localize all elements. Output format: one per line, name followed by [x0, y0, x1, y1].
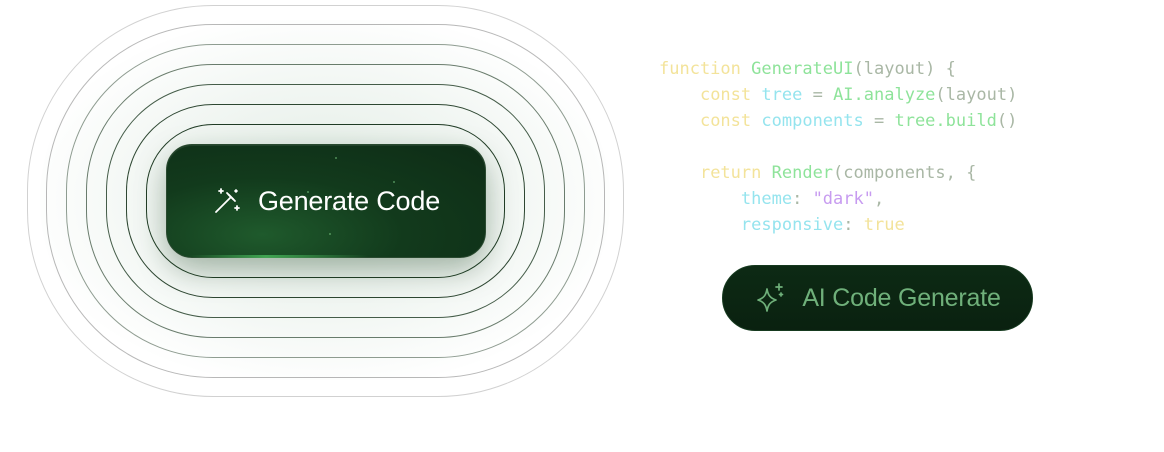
code-token	[761, 163, 771, 183]
code-line: responsive: true	[659, 212, 1017, 238]
code-token: ,	[873, 189, 885, 209]
code-line: const components = tree.build()	[659, 108, 1017, 134]
code-token: true	[863, 215, 905, 235]
code-token: Render	[771, 163, 834, 183]
code-token: :	[792, 189, 813, 209]
code-token: (layout) {	[853, 59, 956, 79]
code-token	[659, 85, 700, 105]
code-token: return	[699, 163, 762, 183]
sparkle-dot	[332, 208, 334, 210]
ring-outline	[106, 84, 545, 318]
ring-outline	[27, 5, 624, 397]
ring-outline	[46, 24, 605, 378]
ring-outline	[126, 104, 525, 298]
code-token: (components, {	[833, 163, 977, 183]
code-line: theme: "dark",	[659, 186, 1017, 212]
ai-code-generate-button[interactable]: AI Code Generate	[722, 265, 1033, 331]
code-snippet: function GenerateUI(layout) { const tree…	[659, 56, 1017, 238]
code-token: "dark"	[812, 189, 874, 209]
sparkle-dot	[393, 181, 395, 183]
code-token	[751, 85, 761, 105]
code-token: GenerateUI	[751, 59, 854, 79]
code-token: AI.analyze	[833, 85, 936, 105]
code-token: responsive	[740, 215, 844, 235]
ring-outline	[146, 124, 505, 278]
code-token	[659, 163, 700, 183]
code-token: tree.build	[894, 111, 997, 131]
code-token	[741, 59, 751, 79]
sparkles-icon	[754, 281, 788, 315]
sparkle-dot	[335, 157, 337, 159]
generate-code-label: Generate Code	[257, 185, 441, 216]
code-token: tree	[761, 85, 803, 105]
code-token: theme	[740, 189, 793, 209]
code-line: return Render(components, {	[659, 160, 1017, 186]
ring-outline	[86, 64, 565, 338]
magic-wand-icon	[212, 186, 242, 216]
code-token: :	[843, 215, 864, 235]
code-token	[659, 111, 700, 131]
code-token	[659, 215, 741, 235]
code-token	[659, 189, 741, 209]
ai-code-generate-label: AI Code Generate	[802, 283, 1001, 312]
code-line	[659, 134, 1017, 160]
button-bottom-glow	[189, 255, 445, 258]
code-token	[751, 111, 761, 131]
code-token: const	[699, 111, 752, 131]
generate-code-button[interactable]: Generate Code	[166, 144, 486, 258]
sparkle-dot	[329, 233, 331, 235]
code-token: =	[863, 111, 895, 131]
code-token: =	[802, 85, 834, 105]
code-token: const	[699, 85, 752, 105]
sparkle-dot	[307, 191, 309, 193]
ring-outline	[66, 44, 585, 358]
code-token: (layout)	[935, 85, 1018, 105]
code-token: components	[761, 111, 864, 131]
code-line: const tree = AI.analyze(layout)	[659, 82, 1017, 108]
code-line: function GenerateUI(layout) {	[659, 56, 1017, 82]
code-token: ()	[996, 111, 1018, 131]
code-token: function	[659, 59, 741, 79]
